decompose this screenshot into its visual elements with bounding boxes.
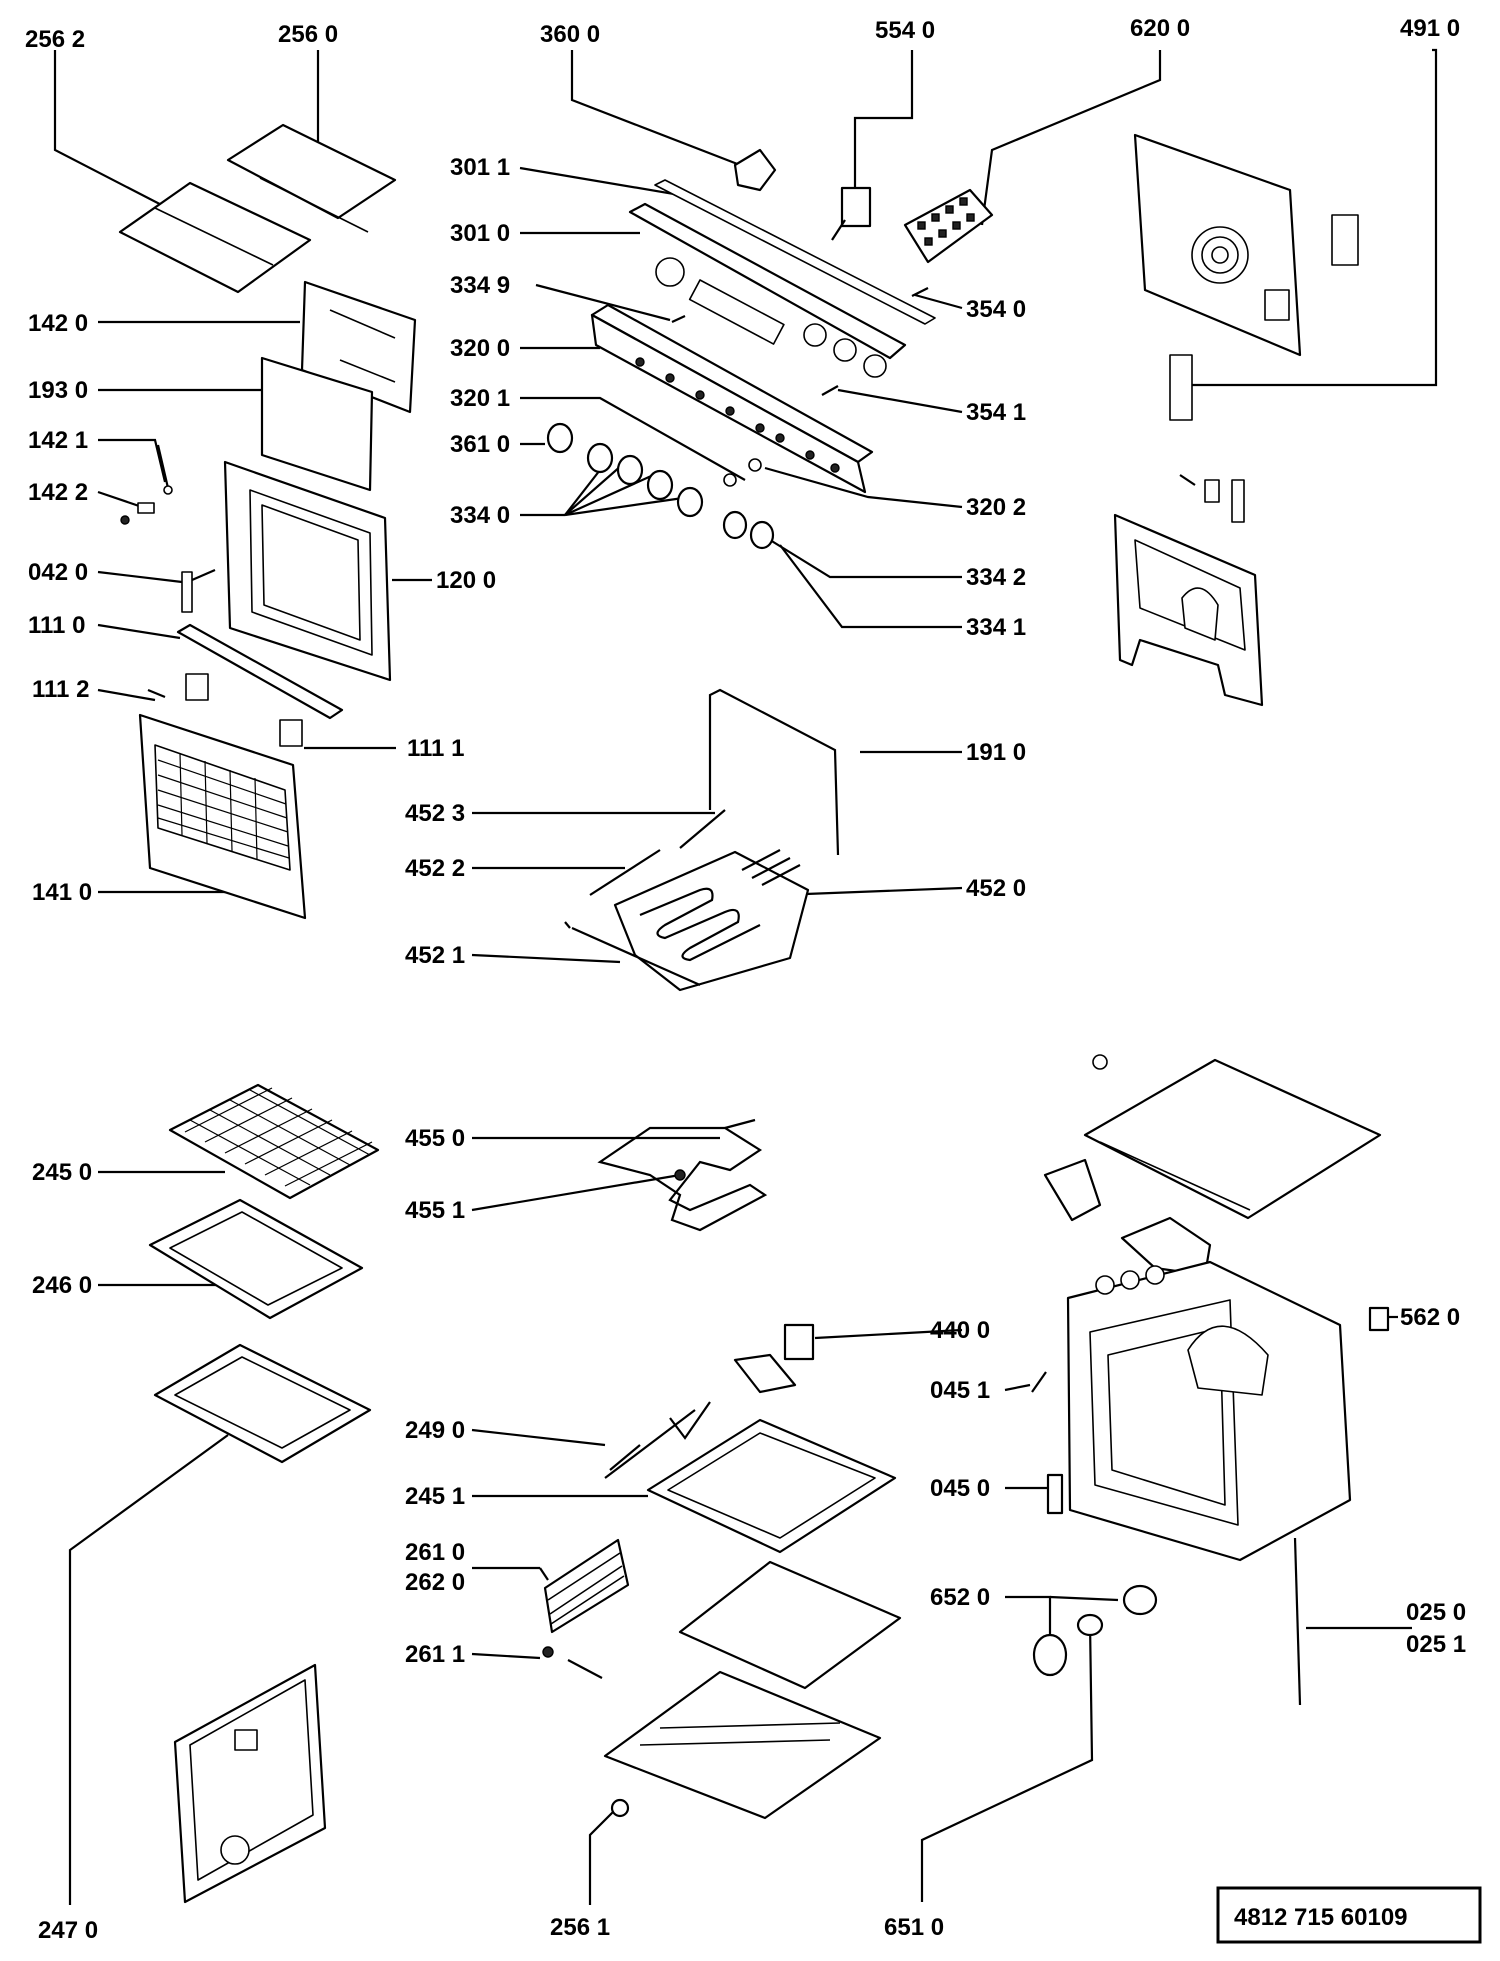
label: 354 0 (966, 296, 1026, 323)
fascia-320-0 (590, 303, 874, 464)
control-panel-parts (546, 148, 994, 550)
label: 652 0 (930, 1584, 990, 1611)
door-rail-111-0 (176, 623, 344, 720)
lower-middle-parts (542, 1323, 902, 1820)
label: 301 1 (450, 154, 510, 181)
label: 025 0 (1406, 1599, 1466, 1626)
label: 247 0 (38, 1917, 98, 1944)
label: 620 0 (1130, 15, 1190, 42)
trim-strip-301-1 (654, 179, 936, 325)
label: 455 1 (405, 1197, 465, 1224)
switch-554-0 (840, 186, 872, 228)
label: 334 9 (450, 272, 510, 299)
label: 193 0 (28, 377, 88, 404)
label: 261 1 (405, 1641, 465, 1668)
label: 360 0 (540, 21, 600, 48)
rod-025-0 (1293, 1537, 1302, 1706)
label: 455 0 (405, 1125, 465, 1152)
label: 025 1 (1406, 1631, 1466, 1658)
grill-element-452-0 (613, 850, 810, 992)
label: 562 0 (1400, 1304, 1460, 1331)
label: 111 1 (407, 735, 464, 762)
door-assembly-parts (118, 123, 417, 920)
label: 261 0 (405, 1539, 465, 1566)
clip-111-2 (185, 673, 209, 701)
label: 452 0 (966, 875, 1026, 902)
label: 320 2 (966, 494, 1026, 521)
label: 246 0 (32, 1272, 92, 1299)
label: 042 0 (28, 559, 88, 586)
label: 256 2 (25, 26, 85, 53)
deflector (1043, 1158, 1102, 1222)
label: 111 0 (28, 612, 85, 639)
top-cover-plate (1083, 1058, 1382, 1220)
label: 045 0 (930, 1475, 990, 1502)
label: 262 0 (405, 1569, 465, 1596)
part-440-0 (783, 1323, 815, 1361)
label: 361 0 (450, 431, 510, 458)
label: 320 1 (450, 385, 510, 412)
heating-elements (564, 688, 840, 1232)
label: 452 2 (405, 855, 465, 882)
label: 491 0 (1400, 15, 1460, 42)
clip-562-0 (1368, 1306, 1390, 1332)
foot-256-1 (610, 1798, 630, 1818)
element-455-0 (597, 1126, 768, 1232)
control-knobs (546, 422, 775, 550)
label: 452 3 (405, 800, 465, 827)
trays (148, 1083, 380, 1904)
label: 142 2 (28, 479, 88, 506)
part-code-box: 4812 715 60109 (1216, 1886, 1482, 1944)
label: 142 0 (28, 310, 88, 337)
wire-rack-245-0 (168, 1083, 380, 1200)
part-code-text: 4812 715 60109 (1234, 1904, 1408, 1931)
label: 256 1 (550, 1914, 610, 1941)
duct-cover (1120, 1216, 1212, 1277)
panel-frame-301-0 (628, 202, 907, 360)
oven-cavity-parts (1031, 1054, 1390, 1706)
fitting-652-0 (1122, 1584, 1158, 1616)
label: 301 0 (450, 220, 510, 247)
element-191-0 (708, 688, 840, 856)
label: 651 0 (884, 1914, 944, 1941)
inner-glass-193-0 (260, 356, 374, 492)
label: 334 2 (966, 564, 1026, 591)
part-045-0 (1046, 1473, 1064, 1515)
bottom-panel-2 (603, 1670, 882, 1820)
label: 249 0 (405, 1417, 465, 1444)
label: 111 2 (32, 676, 89, 703)
label: 320 0 (450, 335, 510, 362)
label: 354 1 (966, 399, 1026, 426)
clip-111-1 (279, 719, 303, 747)
label: 452 1 (405, 942, 465, 969)
label: 245 1 (405, 1483, 465, 1510)
knob-360-0 (733, 148, 777, 192)
label: 045 1 (930, 1377, 990, 1404)
part-labels: 256 2 256 0 360 0 554 0 620 0 491 0 301 … (25, 15, 1466, 1944)
rear-parts (1113, 133, 1359, 707)
label: 334 1 (966, 614, 1026, 641)
label: 334 0 (450, 502, 510, 529)
bracket-249 (733, 1353, 797, 1394)
label: 554 0 (875, 17, 935, 44)
bottom-panel-1 (678, 1560, 902, 1690)
label: 440 0 (930, 1317, 990, 1344)
label: 245 0 (32, 1159, 92, 1186)
label: 256 0 (278, 21, 338, 48)
label: 191 0 (966, 739, 1026, 766)
label: 142 1 (28, 427, 88, 454)
label: 120 0 (436, 567, 496, 594)
side-rail-261-0 (543, 1538, 630, 1634)
label: 141 0 (32, 879, 92, 906)
